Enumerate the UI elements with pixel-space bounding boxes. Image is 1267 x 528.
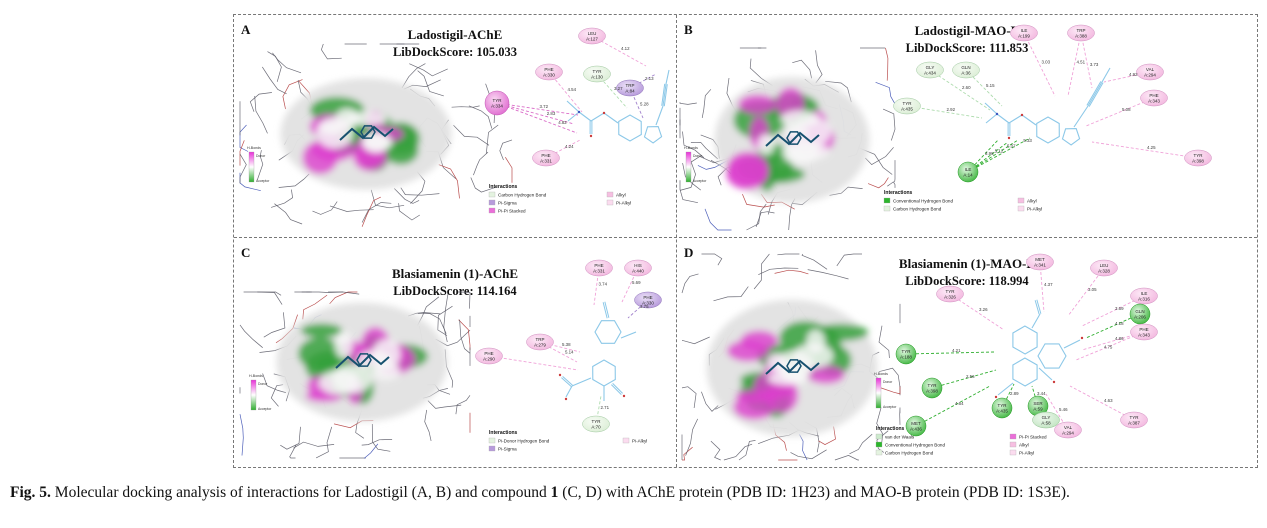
panel-score-text: LibDockScore: 111.853 — [905, 40, 1029, 55]
panel-title-d: Blasiamenin (1)-MAO-B LibDockScore: 118.… — [677, 256, 1257, 289]
panel-label-d: D — [684, 245, 694, 260]
panel-b: B Ladostigil-MAO-B LibDockScore: 111.853 — [677, 15, 1257, 237]
figure-panel-grid: A Ladostigil-AChE LibDockScore: 105.033 … — [233, 14, 1258, 468]
panel-title-text: Blasiamenin (1)-MAO-B — [898, 256, 1036, 271]
panel-label-c: C — [241, 245, 251, 260]
panel-title-text: Ladostigil-AChE — [407, 27, 503, 42]
panel-divider-vertical — [676, 15, 677, 467]
panel-label-b: B — [684, 22, 693, 37]
panel-label-a: A — [241, 22, 251, 37]
panel-title-text: Blasiamenin (1)-AChE — [391, 266, 519, 281]
caption-text-pre: Molecular docking analysis of interactio… — [54, 484, 547, 501]
caption-fig-label: Fig. 5. — [10, 484, 51, 501]
panel-title-a: Ladostigil-AChE LibDockScore: 105.033 — [234, 27, 676, 60]
panel-c: C Blasiamenin (1)-AChE LibDockScore: 114… — [234, 238, 676, 467]
panel-title-c: Blasiamenin (1)-AChE LibDockScore: 114.1… — [234, 266, 676, 299]
panel-a: A Ladostigil-AChE LibDockScore: 105.033 — [234, 15, 676, 237]
panel-score-text: LibDockScore: 114.164 — [393, 283, 517, 298]
panel-title-b: Ladostigil-MAO-B LibDockScore: 111.853 — [677, 23, 1257, 56]
panel-score-text: LibDockScore: 118.994 — [905, 273, 1029, 288]
panel-title-text: Ladostigil-MAO-B — [914, 23, 1020, 38]
caption-text-post: (C, D) with AChE protein (PDB ID: 1H23) … — [562, 484, 1070, 501]
panel-d: D Blasiamenin (1)-MAO-B LibDockScore: 11… — [677, 238, 1257, 467]
panel-divider-horizontal — [234, 237, 1257, 238]
figure-caption: Fig. 5. Molecular docking analysis of in… — [10, 484, 1262, 502]
caption-compound-number: 1 — [550, 484, 559, 501]
panel-score-text: LibDockScore: 105.033 — [392, 44, 518, 59]
